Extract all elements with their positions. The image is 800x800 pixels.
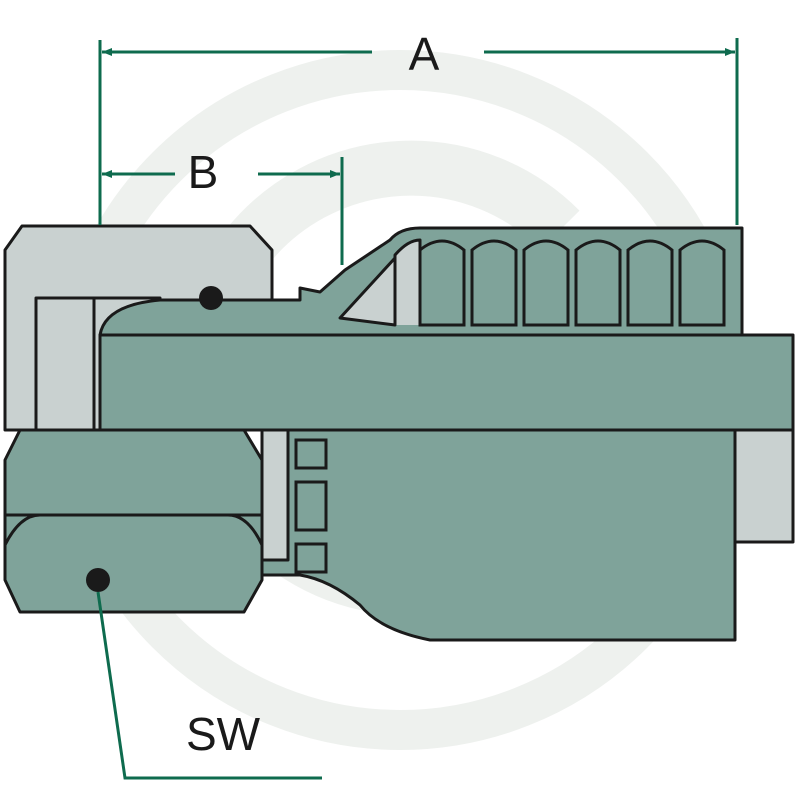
ferrule-slots	[294, 438, 328, 574]
dimension-lines	[96, 38, 739, 780]
dimension-a-label: A	[409, 28, 440, 80]
ferrule-ridges	[418, 239, 726, 327]
seal-o-ring-bottom	[86, 568, 110, 592]
dimension-b-label: B	[188, 146, 219, 198]
sw-leader-line	[96, 591, 322, 780]
dimension-sw-label: SW	[186, 708, 261, 760]
seal-o-ring-top	[199, 286, 223, 310]
